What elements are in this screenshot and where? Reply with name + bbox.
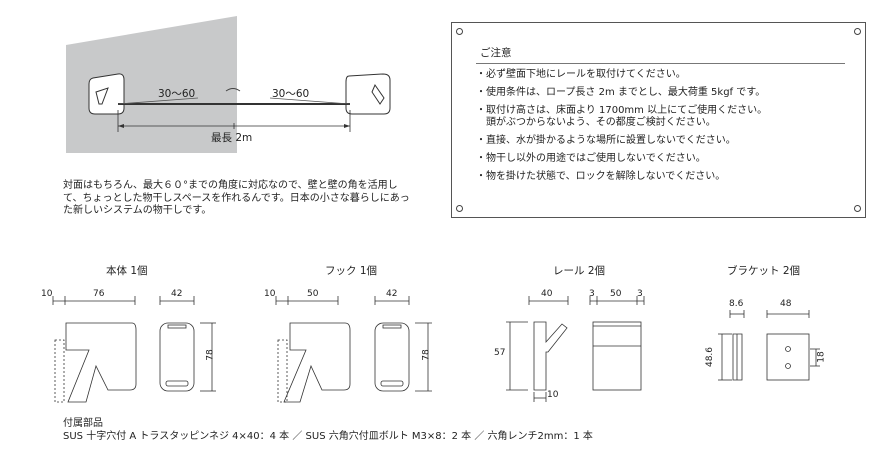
angle-line-left (117, 97, 199, 105)
description-text: 対面はもちろん、最大６０°までの角度に対応なので、壁と壁の角を活用して、ちょっと… (63, 180, 410, 216)
dim-value: 10 (41, 289, 53, 299)
notice-item: ・必ず壁面下地にレールを取付けてください。 (476, 69, 686, 80)
dim-value: 42 (386, 289, 398, 299)
angle-label-left: 30〜60 (158, 88, 196, 100)
notice-list: ・必ず壁面下地にレールを取付けてください。 ・使用条件は、ロープ長さ 2m まで… (476, 69, 846, 189)
notice-item: ・直接、水が掛かるような場所に設置しないでください。 (476, 135, 736, 146)
dim-value: 48 (780, 299, 792, 309)
left-unit-icon (88, 73, 125, 115)
angle-line-right (269, 97, 351, 105)
dim-value: 78 (421, 349, 432, 361)
arc-mark (225, 88, 241, 92)
dim-value: 42 (171, 289, 183, 299)
part-label-body: 本体 1個 (106, 265, 148, 277)
accessories-heading: 付属部品 (63, 418, 103, 429)
dim-value: 76 (93, 289, 105, 299)
notice-item: ・物干し以外の用途ではご使用しないでください。 (476, 153, 706, 164)
part-label-hook: フック 1個 (325, 265, 378, 277)
screw-icon (854, 28, 861, 35)
right-unit-icon (345, 73, 391, 115)
notice-box: ご注意 ・必ず壁面下地にレールを取付けてください。 ・使用条件は、ロープ長さ 2… (451, 22, 866, 218)
dim-value: 10 (264, 289, 276, 299)
part-label-bracket: ブラケット 2個 (727, 265, 801, 277)
dim-value: 48.6 (705, 346, 716, 368)
dim-value: 3 (589, 289, 595, 299)
accessories-text: SUS 十字穴付 A トラスタッピンネジ 4×40：4 本 ／ SUS 六角穴付… (63, 430, 593, 442)
body-part-drawing (52, 296, 216, 403)
dim-value: 18 (816, 351, 827, 363)
dim-value: 8.6 (729, 299, 744, 309)
notice-item: ・物を掛けた状態で、ロックを解除しないでください。 (476, 171, 726, 182)
notice-title: ご注意 (480, 47, 512, 59)
bracket-part-drawing (718, 310, 820, 381)
dim-value: 78 (205, 349, 216, 361)
notice-item: ・使用条件は、ロープ長さ 2m までとし、最大荷重 5kgf です。 (476, 87, 766, 98)
dim-value: 3 (637, 289, 643, 299)
dim-value: 40 (541, 289, 553, 299)
dim-value: 50 (610, 289, 622, 299)
dim-value: 50 (307, 289, 319, 299)
notice-item: ・取付け高さは、床面より 1700mm 以上にてご使用ください。 頭がぶつからな… (476, 105, 768, 128)
part-label-rail: レール 2個 (553, 265, 606, 277)
screw-icon (854, 205, 861, 212)
accessories-section: 付属部品 SUS 十字穴付 A トラスタッピンネジ 4×40：4 本 ／ SUS… (63, 418, 593, 443)
angle-label-right: 30〜60 (272, 88, 310, 100)
screw-icon (456, 205, 463, 212)
wall-shape (66, 16, 237, 153)
dim-value: 57 (494, 348, 506, 358)
rail-part-drawing (506, 296, 645, 402)
length-label: 最長 2m (211, 132, 253, 144)
hook-part-drawing (275, 296, 432, 403)
divider (476, 63, 845, 64)
dim-value: 10 (547, 390, 559, 400)
screw-icon (456, 28, 463, 35)
